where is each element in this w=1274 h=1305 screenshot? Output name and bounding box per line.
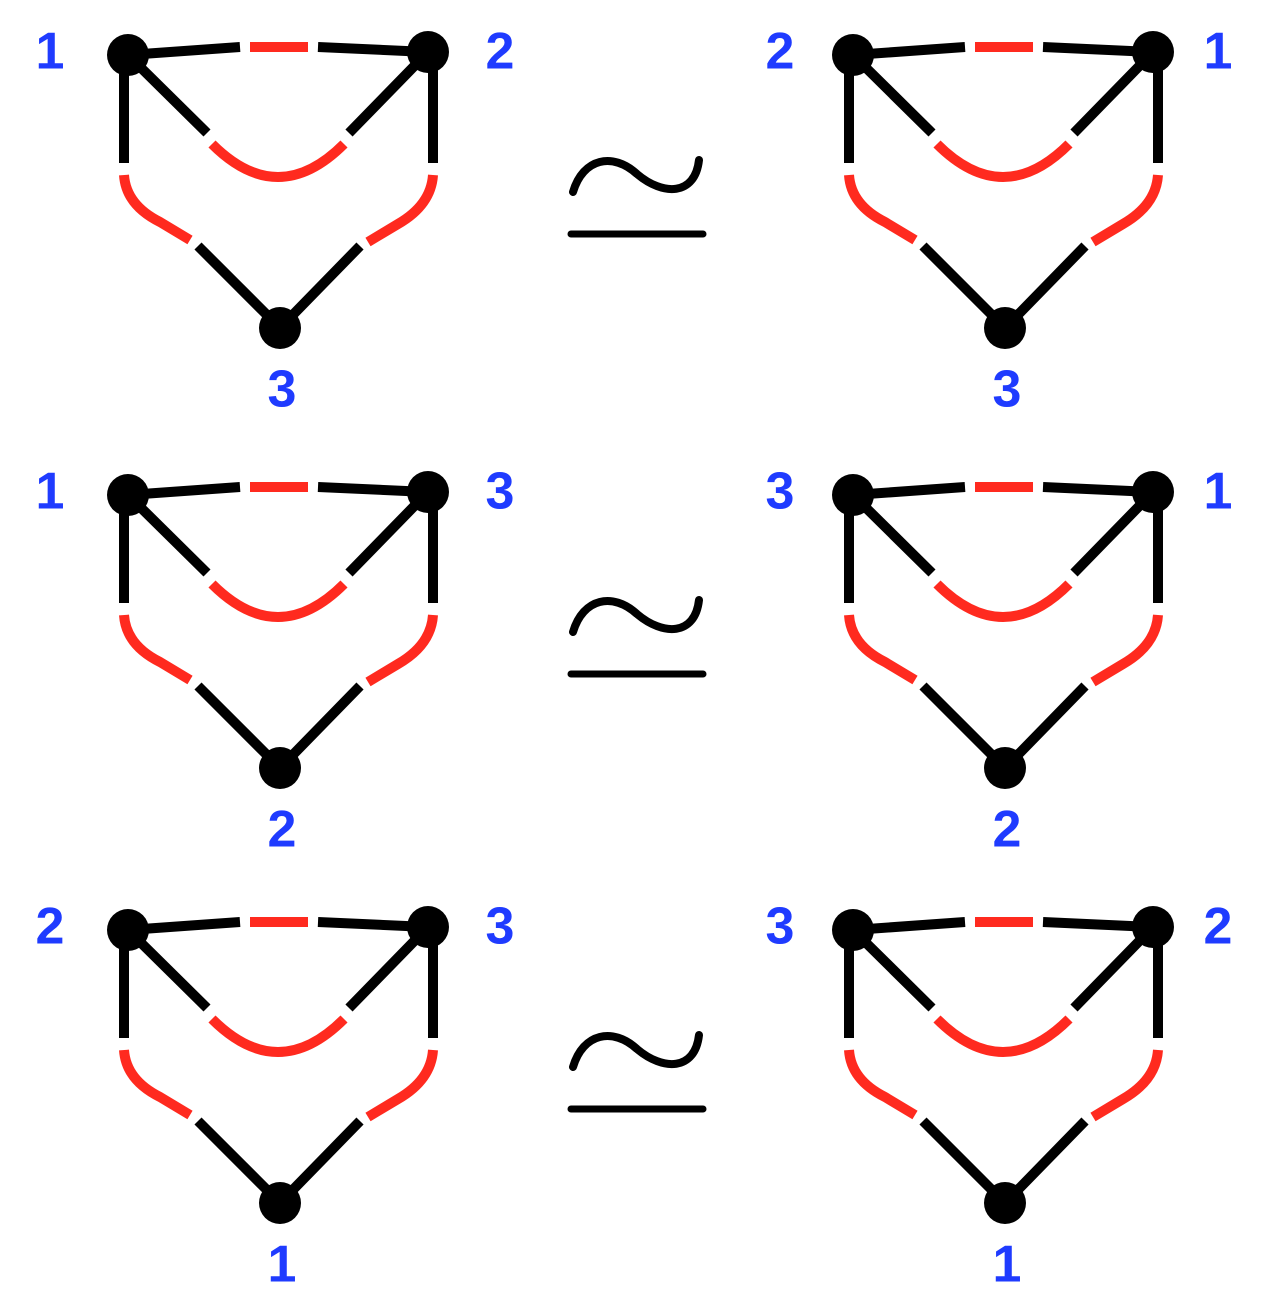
vertex-bottom (984, 307, 1026, 349)
graph-1-right: 2 1 3 (766, 23, 1233, 419)
vertex-top-right (1132, 471, 1174, 513)
vertex-label-top-right: 2 (1204, 898, 1233, 956)
vertex-label-bottom: 3 (268, 361, 297, 419)
isomorphic-symbol (567, 1031, 707, 1113)
vertex-label-top-right: 1 (1204, 23, 1233, 81)
edge-inner-red-arc (208, 140, 348, 182)
vertex-label-top-left: 2 (36, 898, 65, 956)
vertex-label-top-left: 3 (766, 898, 795, 956)
vertex-bottom (259, 1182, 301, 1224)
vertex-label-top-right: 1 (1204, 463, 1233, 521)
vertex-top-right (407, 906, 449, 948)
edge-outer-left-red (844, 174, 918, 245)
tilde-stroke (569, 596, 703, 636)
edge-inner-red-arc (933, 140, 1073, 182)
vertex-top-left (107, 909, 149, 951)
tilde-stroke (569, 156, 703, 196)
edge-inner-red-arc (933, 1015, 1073, 1057)
vertex-label-bottom: 2 (268, 801, 297, 859)
vertex-top-left (832, 474, 874, 516)
vertex-top-right (407, 31, 449, 73)
vertex-top-left (107, 34, 149, 76)
vertex-top-right (1132, 31, 1174, 73)
graph-2-right: 3 1 2 (766, 463, 1233, 859)
vertex-bottom (984, 747, 1026, 789)
vertex-top-right (1132, 906, 1174, 948)
vertex-label-bottom: 1 (268, 1236, 297, 1294)
edge-outer-right-red (1090, 614, 1163, 687)
vertex-top-right (407, 471, 449, 513)
vertex-label-top-right: 3 (486, 898, 515, 956)
vertex-label-top-right: 2 (486, 23, 515, 81)
vertex-label-top-right: 3 (486, 463, 515, 521)
vertex-bottom (259, 747, 301, 789)
isomorphic-symbol (567, 156, 707, 238)
vertex-label-top-left: 1 (36, 463, 65, 521)
vertex-label-bottom: 1 (993, 1236, 1022, 1294)
vertex-label-top-left: 3 (766, 463, 795, 521)
edge-outer-left-red (119, 174, 193, 245)
graph-2-left: 1 3 2 (36, 463, 515, 859)
graph-3-left: 2 3 1 (36, 898, 515, 1294)
edge-inner-red-arc (208, 580, 348, 622)
vertex-label-bottom: 2 (993, 801, 1022, 859)
edge-inner-red-arc (208, 1015, 348, 1057)
edge-outer-left-red (119, 614, 193, 685)
edge-outer-right-red (1090, 174, 1163, 247)
edge-outer-left-red (844, 1049, 918, 1120)
vertex-label-top-left: 1 (36, 23, 65, 81)
vertex-top-left (832, 909, 874, 951)
edge-outer-left-red (844, 614, 918, 685)
vertex-bottom (984, 1182, 1026, 1224)
edge-outer-right-red (365, 1049, 438, 1122)
edge-outer-left-red (119, 1049, 193, 1120)
edge-outer-right-red (365, 174, 438, 247)
vertex-top-left (832, 34, 874, 76)
vertex-label-top-left: 2 (766, 23, 795, 81)
vertex-top-left (107, 474, 149, 516)
vertex-bottom (259, 307, 301, 349)
tilde-stroke (569, 1031, 703, 1071)
graph-3-right: 3 2 1 (766, 898, 1233, 1294)
graph-1-left: 1 2 3 (36, 23, 515, 419)
edge-inner-red-arc (933, 580, 1073, 622)
edge-outer-right-red (365, 614, 438, 687)
edge-outer-right-red (1090, 1049, 1163, 1122)
isomorphic-symbol (567, 596, 707, 678)
vertex-label-bottom: 3 (993, 361, 1022, 419)
